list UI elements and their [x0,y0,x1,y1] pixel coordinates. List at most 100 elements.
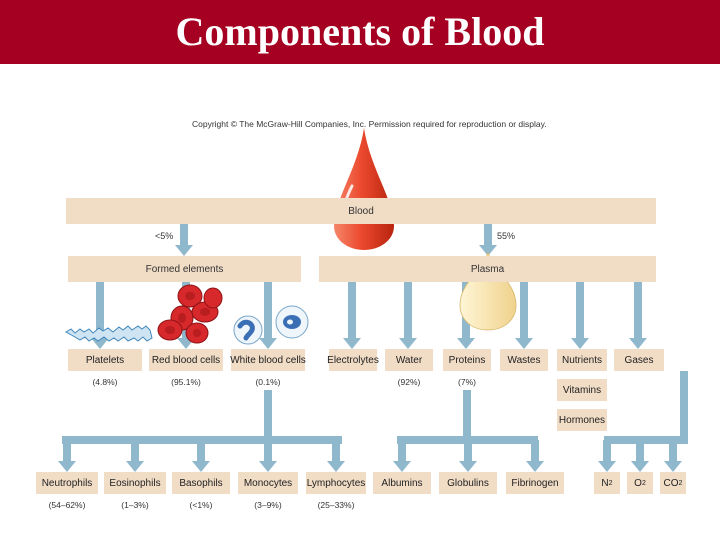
plasma-drop-icon [459,251,517,331]
arrow-head [457,338,475,349]
arrow-head [631,461,649,472]
albumins-label: Albumins [381,477,423,489]
connector-bar [576,282,584,339]
connector-bar [264,440,272,462]
blood-drop-icon [334,128,394,250]
proteins-label: Proteins [448,354,486,366]
albumins-box: Albumins [373,472,431,494]
wastes-box: Wastes [500,349,548,371]
connector-bar [348,282,356,339]
proteins-percentage: (7%) [458,377,476,387]
carbon-dioxide-symbol: CO [663,477,679,489]
connector-bar [603,440,611,462]
formed-elements-band: Formed elements [68,256,301,282]
oxygen-subscript: 2 [641,479,646,487]
connector-bar [264,390,272,440]
fibrinogen-label: Fibrinogen [511,477,559,489]
lymphocytes-percentage: (25–33%) [317,500,355,510]
white-blood-cells-icon [233,305,309,345]
wastes-label: Wastes [507,354,541,366]
formed-elements-label: Formed elements [145,263,224,275]
eosinophils-label: Eosinophils [109,477,161,489]
lymphocytes-box: Lymphocytes [306,472,366,494]
arrow-head [598,461,616,472]
arrow-head [175,245,193,256]
arrow-head [192,461,210,472]
connector-bar [531,440,539,462]
electrolytes-label: Electrolytes [327,354,379,366]
formed-percentage: <5% [155,231,174,241]
neutrophils-percentage: (54–62%) [48,500,86,510]
arrow-head [515,338,533,349]
neutrophils-box: Neutrophils [36,472,98,494]
arrow-head [343,338,361,349]
arrow-head [259,461,277,472]
basophils-box: Basophils [172,472,230,494]
connector-bar [463,390,471,440]
arrow-head [393,461,411,472]
water-box: Water [385,349,433,371]
connector-bar [180,224,188,246]
connector-bar [636,440,644,462]
hormones-box: Hormones [557,409,607,431]
nutrients-box: Nutrients [557,349,607,371]
platelets-icon [65,325,153,342]
flow-arrows [58,224,688,472]
hormones-label: Hormones [558,414,606,426]
globulins-label: Globulins [447,477,489,489]
vitamins-label: Vitamins [562,384,602,396]
eosinophils-box: Eosinophils [104,472,166,494]
arrow-head [126,461,144,472]
connector-bar [680,371,688,440]
page-title: Components of Blood [175,9,545,54]
title-bar [0,0,720,64]
connector-bar [398,440,406,462]
platelets-percentage: (4.8%) [92,377,118,387]
eosinophils-percentage: (1–3%) [121,500,149,510]
red-blood-cells-percentage: (95.1%) [171,377,201,387]
nitrogen-symbol: N [601,477,609,489]
arrow-head [664,461,682,472]
connector-bar [131,440,139,462]
oxygen-symbol: O [634,477,642,489]
connector-bar [464,440,472,462]
platelets-box: Platelets [68,349,142,371]
connector-bar [634,282,642,339]
plasma-band: Plasma [319,256,656,282]
connector-bar [197,440,205,462]
connector-bar [264,282,272,339]
red-blood-cells-box: Red blood cells [149,349,223,371]
connector-bar [484,224,492,246]
proteins-box: Proteins [443,349,491,371]
monocytes-box: Monocytes [238,472,298,494]
platelets-label: Platelets [85,354,125,366]
basophils-percentage: (<1%) [189,500,213,510]
connector-bar [669,440,677,462]
connector-bar [604,436,688,444]
arrow-head [526,461,544,472]
blood-band: Blood [66,198,656,224]
water-percentage: (92%) [397,377,421,387]
vitamins-box: Vitamins [557,379,607,401]
connector-bar [63,440,71,462]
red-blood-cells-icon [157,284,223,344]
carbon-dioxide-subscript: 2 [678,479,683,487]
basophils-label: Basophils [179,477,223,489]
connector-bar [520,282,528,339]
white-blood-cells-box: White blood cells [230,349,306,371]
blood-label: Blood [348,205,374,217]
connector-bar [332,440,340,462]
electrolytes-box: Electrolytes [327,349,379,371]
arrow-head [479,245,497,256]
arrow-head [399,338,417,349]
arrow-head [629,338,647,349]
monocytes-percentage: (3–9%) [254,500,282,510]
gases-label: Gases [624,354,654,366]
plasma-label: Plasma [470,263,505,275]
connector-bar [96,282,104,339]
white-blood-cells-label: White blood cells [230,354,306,366]
globulins-box: Globulins [439,472,497,494]
